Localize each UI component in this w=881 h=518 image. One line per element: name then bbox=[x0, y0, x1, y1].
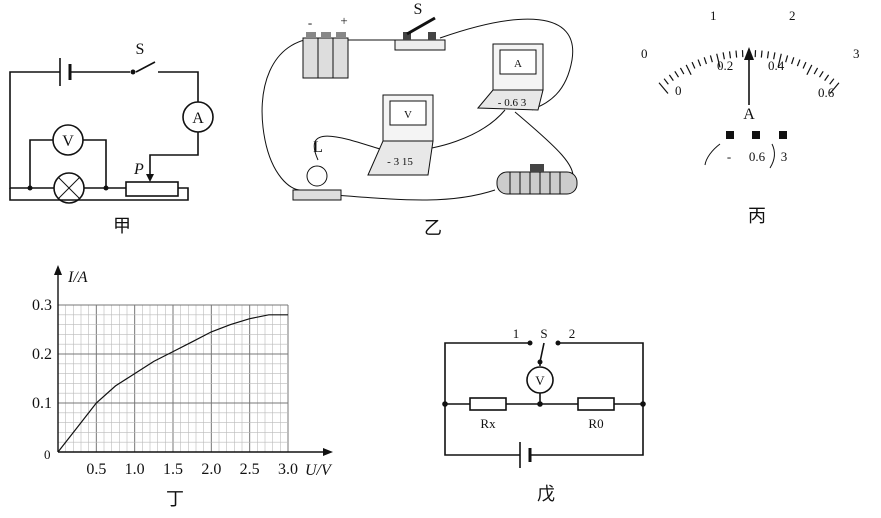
knife-switch-label: S bbox=[414, 1, 423, 18]
x-tick-label: 0.5 bbox=[86, 461, 106, 478]
meter-dial-bing: 0 1 2 3 0 0.2 0.4 0.6 A - 0.6 3 丙 bbox=[641, 8, 860, 226]
lamp-holder: L bbox=[293, 139, 341, 200]
dial-needle-tip bbox=[744, 47, 754, 60]
dial-tick bbox=[659, 83, 668, 94]
voltmeter-label-wu: V bbox=[535, 373, 545, 388]
dial-tick bbox=[830, 79, 834, 85]
voltmeter-symbol: V bbox=[53, 125, 83, 155]
dial-tick bbox=[814, 68, 817, 74]
rheostat-symbol bbox=[126, 182, 178, 196]
lamp-label: L bbox=[313, 139, 323, 156]
dial-tick bbox=[710, 55, 712, 62]
ammeter-label: A bbox=[192, 110, 204, 127]
voltmeter-face-label: V bbox=[404, 109, 412, 121]
resistor-rx bbox=[470, 398, 506, 410]
switch-label-wu: S bbox=[540, 326, 547, 341]
voltmeter-symbol-wu: V bbox=[527, 367, 553, 393]
r0-label: R0 bbox=[588, 416, 603, 431]
terminal-label-3: 3 bbox=[781, 149, 788, 164]
x-tick-label: 2.5 bbox=[240, 461, 260, 478]
rheostat-device bbox=[497, 164, 577, 194]
terminal-0-6 bbox=[752, 131, 760, 139]
slider-label: P bbox=[133, 161, 144, 178]
caption-bing: 丙 bbox=[748, 206, 766, 226]
dial-tick bbox=[825, 75, 829, 81]
dial-tick bbox=[797, 60, 800, 67]
dial-bottom-label-3: 0.6 bbox=[818, 85, 835, 100]
voltmeter-terminal-labels: - 3 15 bbox=[387, 156, 413, 168]
dial-tick bbox=[680, 68, 683, 74]
dial-tick bbox=[664, 79, 668, 85]
terminal-3 bbox=[779, 131, 787, 139]
dial-tick bbox=[675, 71, 679, 77]
dial-tick bbox=[819, 71, 823, 77]
x-tick-label: 3.0 bbox=[278, 461, 298, 478]
ammeter-terminal-labels: - 0.6 3 bbox=[498, 97, 527, 109]
terminal-label-0-6: 0.6 bbox=[749, 149, 766, 164]
caption-jia: 甲 bbox=[113, 216, 131, 236]
y-tick-label: 0.2 bbox=[32, 346, 52, 363]
contact-label-1: 1 bbox=[513, 326, 520, 341]
dial-tick bbox=[803, 62, 806, 68]
dial-unit-label: A bbox=[743, 106, 755, 123]
contact-label-2: 2 bbox=[569, 326, 576, 341]
voltmeter-label: V bbox=[62, 133, 74, 150]
y-axis-label: I/A bbox=[67, 269, 88, 286]
dial-tick bbox=[786, 55, 788, 62]
ammeter-device: A - 0.6 3 bbox=[478, 44, 543, 110]
dial-tick bbox=[792, 57, 794, 64]
chart-ding: 0.5 1.0 1.5 2.0 2.5 3.0 0.1 0.2 0.3 I/A U/V 0 丁 bbox=[32, 265, 333, 509]
caption-wu: 戊 bbox=[537, 484, 555, 504]
y-tick-label: 0.1 bbox=[32, 395, 52, 412]
terminal-minus bbox=[726, 131, 734, 139]
dial-bottom-label-1: 0.2 bbox=[717, 58, 733, 73]
battery-pack: - + bbox=[303, 13, 348, 78]
dial-tick bbox=[761, 51, 762, 58]
resistor-r0 bbox=[578, 398, 614, 410]
dial-tick bbox=[698, 60, 701, 67]
lamp-symbol bbox=[54, 173, 84, 203]
chart-tick-labels: 0.5 1.0 1.5 2.0 2.5 3.0 0.1 0.2 0.3 bbox=[32, 297, 298, 478]
caption-ding: 丁 bbox=[166, 489, 184, 509]
dial-tick bbox=[692, 62, 695, 68]
ammeter-face-label: A bbox=[514, 58, 522, 70]
battery-minus-label: - bbox=[308, 15, 312, 30]
x-tick-label: 1.5 bbox=[163, 461, 183, 478]
circuit-yi: - + S A - 0.6 3 V - 3 15 bbox=[262, 1, 577, 238]
terminal-label-minus: - bbox=[727, 149, 731, 164]
dial-top-label-3: 3 bbox=[853, 46, 860, 61]
dial-bottom-label-2: 0.4 bbox=[768, 58, 785, 73]
ammeter-symbol: A bbox=[183, 102, 213, 132]
origin-label: 0 bbox=[44, 447, 51, 462]
circuit-jia: A V S P 甲 bbox=[10, 41, 213, 236]
rx-label: Rx bbox=[480, 416, 496, 431]
battery-plus-label: + bbox=[340, 13, 347, 28]
x-axis-label: U/V bbox=[305, 462, 333, 479]
chart-grid bbox=[58, 305, 288, 452]
circuit-wu: V 1 S 2 Rx R0 戊 bbox=[442, 326, 646, 504]
dial-top-label-2: 2 bbox=[789, 8, 796, 23]
voltmeter-device: V - 3 15 bbox=[368, 95, 433, 175]
dial-tick bbox=[669, 75, 673, 81]
dial-tick bbox=[686, 65, 691, 75]
dial-tick bbox=[704, 57, 706, 64]
switch-label: S bbox=[136, 41, 145, 58]
y-tick-label: 0.3 bbox=[32, 297, 52, 314]
dial-bottom-label-0: 0 bbox=[675, 83, 682, 98]
dial-tick bbox=[807, 65, 812, 75]
dial-top-label-0: 0 bbox=[641, 46, 648, 61]
x-tick-label: 1.0 bbox=[125, 461, 145, 478]
knife-switch: S bbox=[395, 1, 445, 50]
x-tick-label: 2.0 bbox=[201, 461, 221, 478]
dial-tick bbox=[736, 51, 737, 58]
caption-yi: 乙 bbox=[424, 218, 442, 238]
dial-top-label-1: 1 bbox=[710, 8, 717, 23]
